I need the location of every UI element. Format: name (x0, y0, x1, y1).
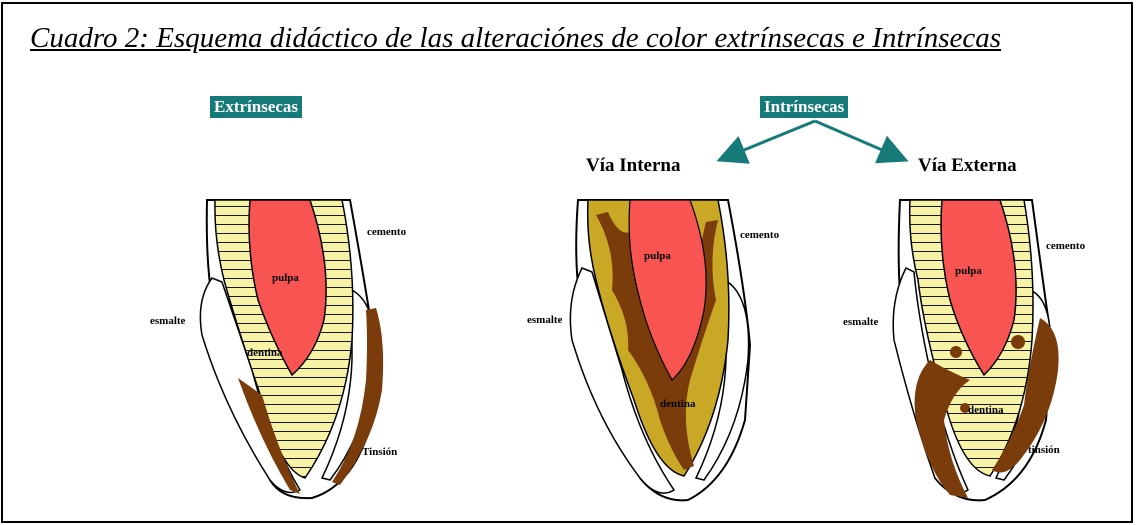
tooth-2-dentin-label: dentina (660, 398, 695, 410)
tooth-3-stain-spot (1011, 335, 1025, 349)
arrow-to-internal (722, 121, 815, 159)
tooth-1-enamel-label: esmalte (150, 315, 185, 327)
tooth-3-stain-spot (950, 346, 962, 358)
tooth-1-pulp-label: pulpa (272, 272, 299, 284)
tooth-3-pulp-label: pulpa (955, 265, 982, 277)
tooth-3-cementum-label: cemento (1046, 240, 1085, 252)
tooth-3-dentin-label: dentina (968, 404, 1003, 416)
tooth-2-enamel-label: esmalte (527, 314, 562, 326)
tooth-extrinsic (200, 200, 383, 498)
tooth-3-stain-label: tinsión (1028, 444, 1060, 456)
tooth-internal (570, 200, 750, 500)
tooth-2-cementum-label: cemento (740, 229, 779, 241)
arrow-to-external (815, 121, 903, 159)
tooth-1-stain-label: Tinsión (362, 446, 397, 458)
tooth-1-cementum-label: cemento (367, 226, 406, 238)
tooth-3-enamel-label: esmalte (843, 316, 878, 328)
tooth-1-dentin-label: dentina (247, 347, 282, 359)
tooth-2-pulp-label: pulpa (644, 250, 671, 262)
